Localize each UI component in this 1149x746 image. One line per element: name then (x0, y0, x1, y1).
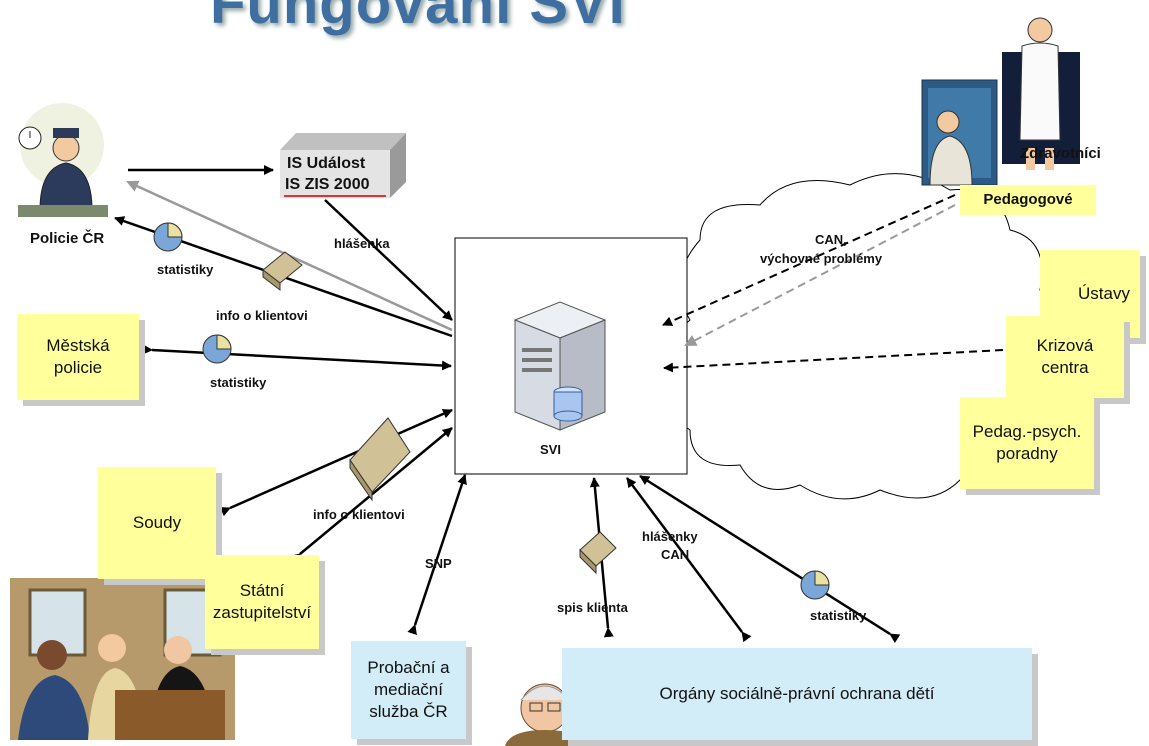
pie-chart-icon (800, 570, 830, 600)
organy-label: Orgány sociálně-právní ochrana dětí (659, 683, 935, 703)
svi-label: SVI (540, 442, 561, 457)
pie-chart-icon (153, 222, 183, 252)
hlasenky-label: hlášenky (642, 529, 698, 544)
server-icon (513, 301, 607, 431)
arrow-svi-soudy (219, 408, 453, 517)
folder-icon (579, 531, 617, 575)
pedagogove-box: Pedagogové (960, 185, 1096, 215)
statistiky-label-2: statistiky (210, 375, 267, 390)
zdravotnici-label: Zdravotníci (1020, 145, 1101, 162)
police-officer-figure (18, 103, 108, 217)
page-title: Fungování SVI (210, 0, 626, 36)
arrow-is-svi (324, 199, 453, 321)
is-udalost-label: IS Událost (287, 155, 366, 172)
courtroom-figure (10, 578, 235, 740)
probacni-box: Probační a mediační služba ČR (351, 641, 466, 739)
info-klient-label-1: info o klientovi (216, 308, 308, 323)
arrow-gray-dashed (684, 204, 956, 346)
policie-label: Policie ČR (30, 230, 105, 247)
arrow-can-dashed (662, 194, 956, 326)
can-label-1: CAN, (815, 232, 847, 247)
statistiky-label-1: statistiky (157, 262, 214, 277)
mestska-policie-label: Městská policie (46, 335, 110, 377)
can-label-2: výchovné problémy (760, 251, 883, 266)
arrow-krizova-dashed (663, 349, 1004, 373)
pedag-psych-label: Pedag.-psych. poradny (972, 421, 1082, 463)
mestska-policie-box: Městská policie (17, 314, 139, 400)
arrow-svi-mestska (142, 344, 452, 371)
probacni-label: Probační a mediační služba ČR (367, 657, 450, 722)
krizova-centra-label: Krizová centra (1036, 335, 1094, 377)
arrow-svi-zastupitelstvi (289, 427, 453, 564)
folder-icon (262, 251, 303, 292)
soudy-label: Soudy (132, 512, 182, 532)
arrow-svi-probacni (407, 474, 467, 636)
hlasenka-label: hlášenka (334, 236, 390, 251)
pedagogove-label: Pedagogové (983, 191, 1073, 209)
snp-label: SNP (425, 556, 452, 571)
ustavy-label: Ústavy (1078, 283, 1130, 303)
is-udalost-box (280, 133, 406, 198)
is-zis-label: IS ZIS 2000 (285, 176, 370, 193)
info-klient-label-2: info o klientovi (313, 507, 405, 522)
folder-icon (349, 417, 411, 502)
spis-klienta-label: spis klienta (557, 600, 628, 615)
statistiky-label-3: statistiky (810, 608, 867, 623)
doctor-figure (1002, 17, 1080, 170)
krizova-centra-box: Krizová centra (1006, 316, 1124, 398)
pie-chart-icon (202, 334, 232, 364)
teacher-figure (921, 79, 998, 186)
organy-box: Orgány sociálně-právní ochrana dětí (562, 648, 1032, 740)
statni-zastupitelstvi-label: Státní zastupitelství (212, 580, 312, 622)
pedag-psych-box: Pedag.-psych. poradny (960, 397, 1094, 489)
statni-zastupitelstvi-box: Státní zastupitelství (205, 555, 319, 649)
soudy-box: Soudy (98, 467, 216, 579)
can-label-3: CAN (661, 547, 690, 562)
arrow-statistiky-organy (639, 474, 901, 644)
